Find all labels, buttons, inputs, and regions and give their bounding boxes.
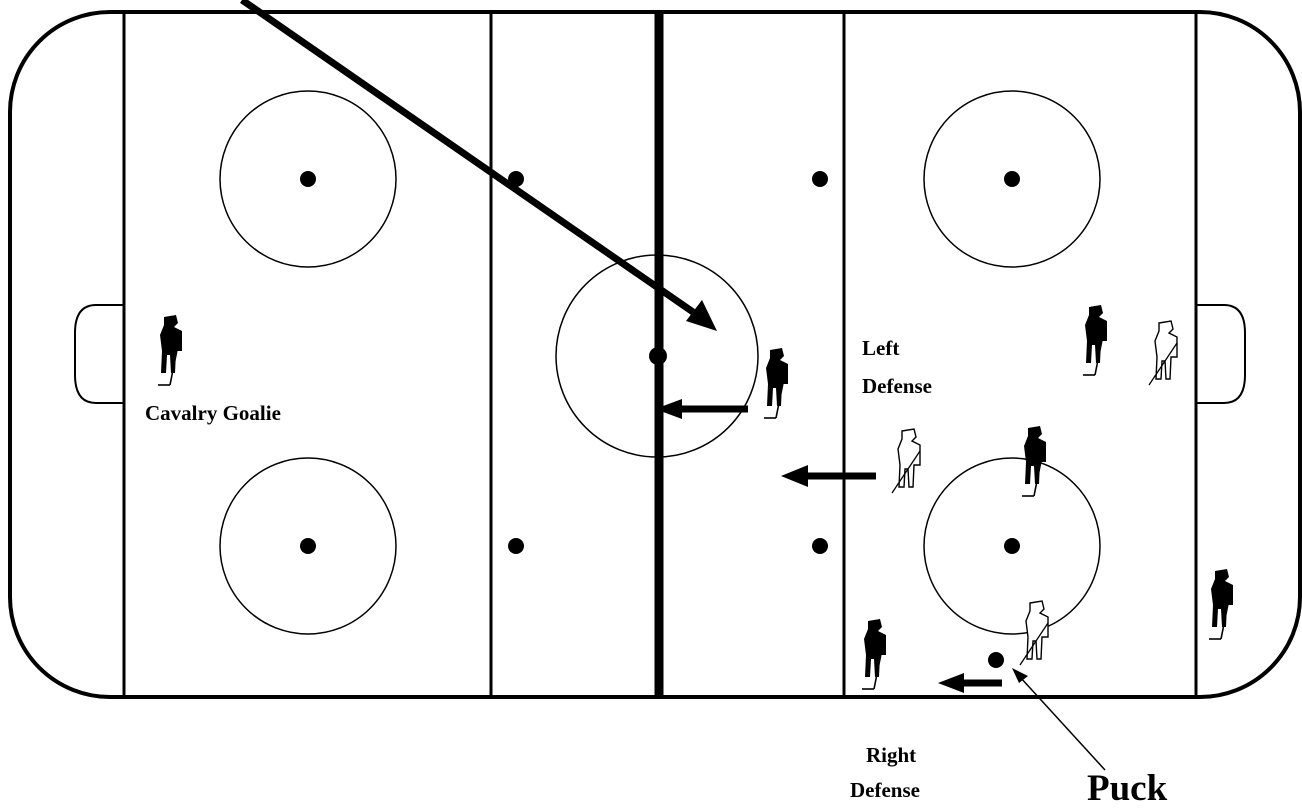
rink: [8, 10, 1302, 699]
faceoff-circle-bottom-right: [923, 457, 1101, 635]
cavalry-goalie-label: Cavalry Goalie: [145, 401, 281, 425]
faceoff-dot: [300, 171, 316, 187]
faceoff-dot: [812, 538, 828, 554]
left-defense-label-line2: Defense: [862, 374, 932, 398]
pass-arrow-icon: [781, 465, 876, 487]
puck-icon: [988, 652, 1004, 668]
faceoff-circle-top-left: [219, 90, 397, 268]
labels: Cavalry Goalie Left Defense Right Defens…: [145, 336, 1168, 808]
right-goal-crease: [1196, 304, 1246, 404]
puck-label: Puck: [1087, 768, 1168, 808]
pointer-arrow-icon: [1012, 668, 1106, 771]
faceoff-dot: [1004, 171, 1020, 187]
left-goal-crease: [74, 304, 124, 404]
faceoff-dot: [1004, 538, 1020, 554]
faceoff-dot: [300, 538, 316, 554]
right-defense-label-line1: Right: [866, 743, 916, 767]
left-defense-label-line1: Left: [862, 336, 899, 360]
faceoff-dot: [812, 171, 828, 187]
pass-arrow-icon: [938, 673, 1002, 693]
arrows: [240, 0, 1106, 771]
center-faceoff-dot: [649, 347, 667, 365]
pass-arrow-icon: [655, 399, 748, 419]
long-pass-arrow-icon: [240, 0, 717, 331]
center-ice-circle: [555, 254, 759, 458]
faceoff-dot: [508, 538, 524, 554]
faceoff-circle-bottom-left: [219, 457, 397, 635]
right-defense-label-line2: Defense: [850, 778, 920, 802]
faceoff-circle-top-right: [923, 90, 1101, 268]
